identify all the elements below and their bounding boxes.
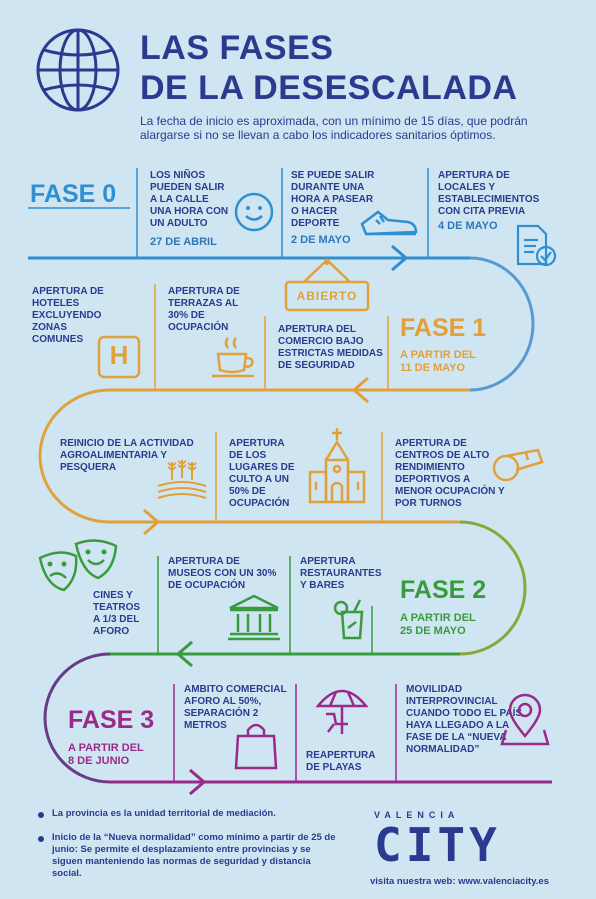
fase1-date: A PARTIR DEL 11 DE MAYO <box>400 349 476 375</box>
fase3-item-comercial: AMBITO COMERCIAL AFORO AL 50%, SEPARACIÓ… <box>184 684 287 731</box>
fase3-item-playas: REAPERTURA DE PLAYAS <box>306 750 376 773</box>
theater-masks-icon <box>34 534 126 600</box>
fase1-item-agro: REINICIO DE LA ACTIVIDAD AGROALIMENTARIA… <box>60 438 194 473</box>
fase3-date-line1: A PARTIR DEL <box>68 742 144 754</box>
fase2-date: A PARTIR DEL 25 DE MAYO <box>400 612 476 638</box>
fase2-date-line1: A PARTIR DEL <box>400 612 476 624</box>
footer-note-2: Inicio de la “Nueva normalidad” como mín… <box>52 832 336 879</box>
whistle-icon <box>488 440 548 490</box>
wheat-field-icon <box>154 456 210 502</box>
fase1-item-hoteles: APERTURA DE HOTELES EXCLUYENDO ZONAS COM… <box>32 286 104 345</box>
coffee-cup-icon <box>210 334 260 382</box>
brand-top: VALENCIA <box>374 810 460 820</box>
smiley-icon <box>232 190 276 234</box>
fase1-item-deporte: APERTURA DE CENTROS DE ALTO RENDIMIENTO … <box>395 438 505 509</box>
fase0-date-ninos: 27 DE ABRIL <box>150 236 217 248</box>
hotel-icon: H <box>96 334 144 380</box>
museum-icon <box>226 592 282 642</box>
brand-city-logo: CITY <box>374 818 501 872</box>
beach-umbrella-icon <box>312 682 372 738</box>
page-title: LAS FASES DE LA DESESCALADA <box>140 28 580 108</box>
church-icon <box>306 426 368 506</box>
drink-icon <box>332 598 372 642</box>
fase2-date-line2: 25 DE MAYO <box>400 625 466 637</box>
fase1-item-comercio: APERTURA DEL COMERCIO BAJO ESTRICTAS MED… <box>278 324 383 371</box>
fase0-item-ninos: LOS NIÑOS PUEDEN SALIR A LA CALLE UNA HO… <box>150 170 229 229</box>
fase1-label: FASE 1 <box>400 314 487 342</box>
website-link[interactable]: visita nuestra web: www.valenciacity.es <box>370 876 549 887</box>
fase0-item-locales: APERTURA DE LOCALES Y ESTABLECIMIENTOS C… <box>438 170 540 217</box>
subtitle: La fecha de inicio es aproximada, con un… <box>140 114 528 142</box>
fase3-date-line2: 8 DE JUNIO <box>68 755 130 767</box>
fase0-date-locales: 4 DE MAYO <box>438 220 498 232</box>
shopping-bag-icon <box>232 720 280 772</box>
fase2-item-cines: CINES Y TEATROS A 1/3 DEL AFORO <box>93 590 141 637</box>
fase1-item-culto: APERTURA DE LOS LUGARES DE CULTO A UN 50… <box>229 438 295 509</box>
fase1-date-line2: 11 DE MAYO <box>400 362 466 374</box>
fase3-label: FASE 3 <box>68 706 155 734</box>
document-check-icon <box>514 222 558 268</box>
open-sign-text: ABIERTO <box>296 289 358 303</box>
title-line-2: DE LA DESESCALADA <box>140 69 518 107</box>
globe-icon <box>34 26 122 114</box>
fase3-date: A PARTIR DEL 8 DE JUNIO <box>68 742 144 768</box>
hotel-letter: H <box>109 340 129 370</box>
bullet-2 <box>38 836 44 842</box>
location-pin-icon <box>500 690 550 748</box>
fase1-item-terrazas: APERTURA DE TERRAZAS AL 30% DE OCUPACIÓN <box>168 286 240 333</box>
fase0-date-pasear: 2 DE MAYO <box>291 234 351 246</box>
fase2-item-museos: APERTURA DE MUSEOS CON UN 30% DE OCUPACI… <box>168 556 277 591</box>
fase0-label: FASE 0 <box>30 180 117 208</box>
fase2-item-restaurantes: APERTURA RESTAURANTES Y BARES <box>300 556 382 591</box>
fase1-date-line1: A PARTIR DEL <box>400 349 476 361</box>
fase3-item-movilidad: MOVILIDAD INTERPROVINCIAL CUANDO TODO EL… <box>406 684 523 755</box>
open-sign-icon: ABIERTO <box>282 258 372 314</box>
fase0-item-pasear: SE PUEDE SALIR DURANTE UNA HORA A PASEAR… <box>291 170 375 229</box>
bullet-1 <box>38 812 44 818</box>
sneaker-icon <box>358 204 420 242</box>
title-line-1: LAS FASES <box>140 29 334 67</box>
fase2-label: FASE 2 <box>400 576 487 604</box>
footer-note-1: La provincia es la unidad territorial de… <box>52 808 276 819</box>
